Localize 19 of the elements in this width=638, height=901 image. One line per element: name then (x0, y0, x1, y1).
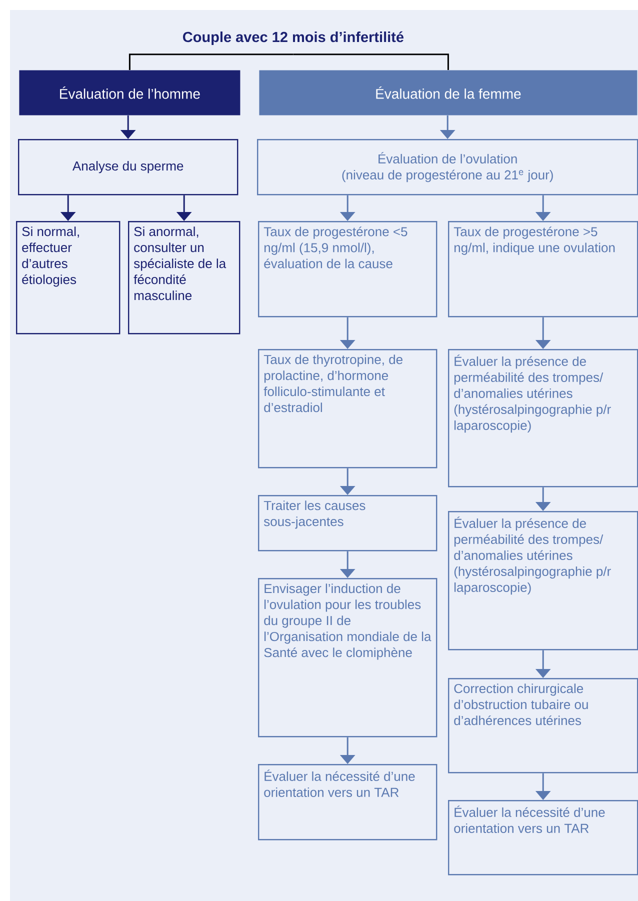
process-box: Analyse du sperme (18, 139, 238, 196)
process-box: Correction chirurgicale d’obstruction tubaire ou d’adhérences utérines (448, 678, 638, 774)
connector-line (128, 54, 294, 70)
process-box: Traiter les causes sous-jacentes (258, 495, 438, 552)
process-box: Évaluer la présence de perméabilité des trompes/ d’anomalies utérines (hystérosalpingographie p/r laparoscopie) (448, 349, 638, 488)
process-box: Évaluer la présence de perméabilité des trompes/ d’anomalies utérines (hystérosalpingographie p/r laparoscopie) (448, 511, 638, 650)
title-text: Couple avec 12 mois d’infertilité (183, 31, 404, 46)
header-box: Évaluation de l’homme (19, 70, 240, 116)
header-box: Évaluation de la femme (259, 70, 638, 116)
process-box: Évaluer la nécessité d’une orientation vers un TAR (258, 764, 438, 840)
connector-line (293, 54, 449, 70)
process-box: Si normal, effectuer d’autres étiologies (16, 221, 120, 334)
process-box: Taux de progestérone <5 ng/ml (15,9 nmol/l), évaluation de la cause (258, 221, 438, 318)
process-box: Taux de progestérone >5 ng/ml, indique une ovulation (448, 221, 638, 318)
process-box: Envisager l’induction de l’ovulation pour les troubles du groupe II de l’Organisation mondiale de la Santé avec le clomiphène (258, 578, 438, 738)
process-box: Évaluation de l’ovulation (niveau de progestérone au 21$^{e}$ jour) (257, 139, 638, 196)
process-box: Évaluer la nécessité d’une orientation vers un TAR (448, 800, 638, 876)
process-box: Taux de thyrotropine, de prolactine, d’hormone folliculo-stimulante et d’estradiol (258, 349, 438, 468)
process-box: Si anormal, consulter un spécialiste de la fécondité masculine (128, 221, 240, 334)
